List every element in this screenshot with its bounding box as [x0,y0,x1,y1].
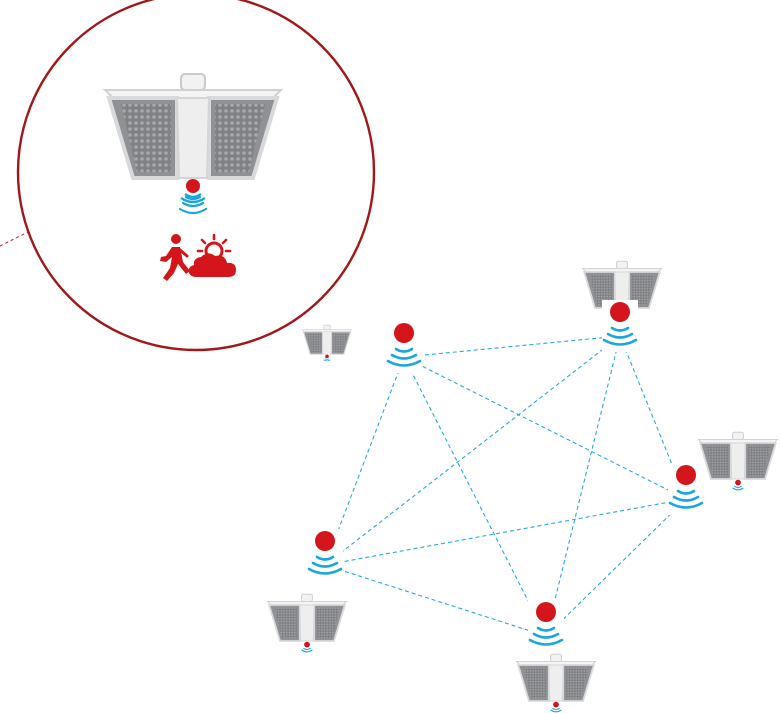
sensor-node-n3 [668,463,704,515]
link-n4-n5 [324,564,547,637]
link-n3-n4 [324,498,687,566]
walking-person-icon [160,234,190,281]
link-n1-n2 [403,335,621,358]
link-n2-n5 [545,335,621,637]
sensor-node-n1 [386,321,422,373]
link-n3-n5 [545,498,687,637]
sensor-node-n2 [602,300,638,352]
sensor-node-n5 [528,600,564,652]
sensor-detail [178,179,208,215]
link-n2-n4 [324,335,621,566]
link-n2-n3 [619,335,687,500]
fixture-upper-left [301,324,353,362]
link-n1-n3 [403,356,687,500]
link-n1-n5 [403,356,547,637]
sun-cloud-icon [188,233,236,277]
sensor-node-n4 [307,529,343,581]
callout-leader-line [0,231,29,247]
fixture-lower-left [266,593,348,653]
mesh-links [324,335,687,637]
fixture-right [697,431,779,491]
sensor-nodes [307,300,704,652]
fixture-bottom [515,653,597,713]
callout [16,0,376,352]
